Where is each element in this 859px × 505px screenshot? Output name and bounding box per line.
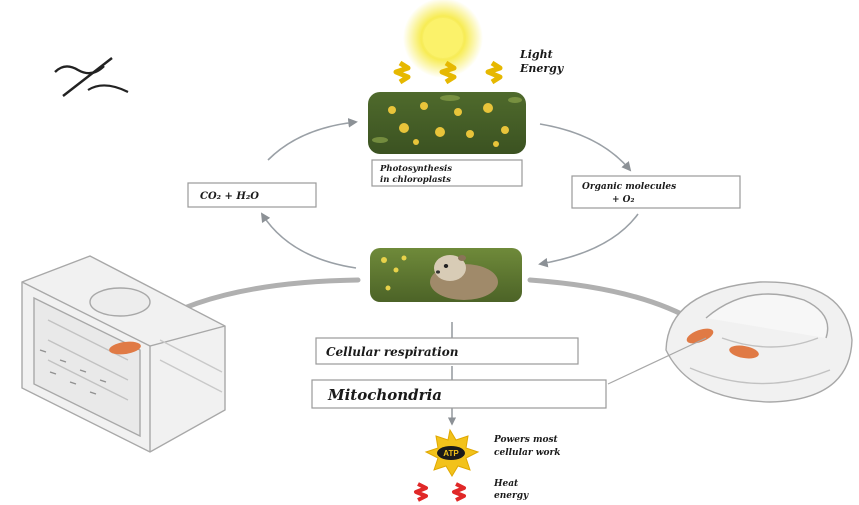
plant-photo [368, 92, 526, 154]
animal-cell-illustration [665, 281, 853, 403]
cycle-arrow-to-consumer [538, 213, 639, 268]
svg-text:Cellular respiration: Cellular respiration [326, 345, 458, 359]
mitochondria-pointer-line [607, 337, 707, 385]
light-energy-label: Light Energy [519, 48, 565, 75]
transfer-arrow-to-animal-cell [527, 277, 699, 325]
light-arrow-icon [485, 60, 503, 85]
cellular-respiration-box: Cellular respiration [315, 337, 579, 365]
light-arrow-icon [393, 60, 411, 85]
cycle-arrows [260, 118, 639, 269]
heat-arrows [414, 482, 466, 502]
heat-energy-label: Heat energy [493, 479, 529, 501]
outputs-box: Organic molecules + O₂ [571, 175, 741, 209]
mitochondria-group [686, 328, 759, 359]
cycle-arrow-to-inputs [260, 212, 357, 269]
atp-starburst-icon: ATP [424, 428, 480, 477]
cycle-arrow-to-outputs [539, 123, 632, 172]
svg-text:Organic molecules + O₂: Organic molecules + O₂ [582, 182, 679, 205]
mitochondria-box: Mitochondria [311, 379, 607, 409]
mitochondrion-icon [729, 345, 759, 359]
svg-text:Mitochondria: Mitochondria [327, 386, 442, 404]
svg-text:CO₂ + H₂O: CO₂ + H₂O [200, 191, 259, 202]
heat-arrow-icon [414, 482, 428, 502]
svg-text:ATP: ATP [443, 449, 459, 458]
animal-photo [370, 248, 522, 302]
signature-mark: ~/~ [54, 57, 129, 97]
heat-arrow-icon [452, 482, 466, 502]
inputs-box: CO₂ + H₂O [187, 182, 317, 208]
light-arrows [393, 60, 503, 85]
cycle-arrow-to-plant [267, 118, 358, 161]
sun-icon [403, 0, 483, 78]
light-arrow-icon [439, 60, 457, 85]
mitochondrion-icon [686, 328, 714, 344]
photosynthesis-box: Photosynthesis in chloroplasts [371, 159, 523, 187]
svg-text:Photosynthesis in chloro: Photosynthesis in chloroplasts [379, 164, 455, 185]
mitochondrion-icon [109, 341, 141, 355]
atp-label: Powers most cellular work [493, 435, 561, 458]
